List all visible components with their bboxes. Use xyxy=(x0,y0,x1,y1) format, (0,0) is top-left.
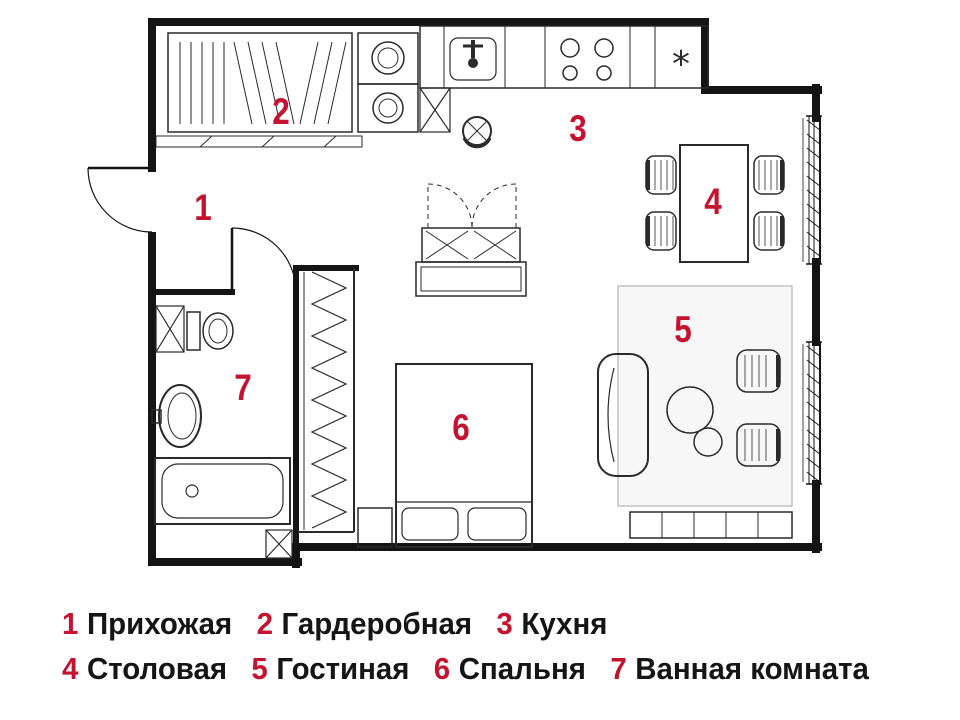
armchair xyxy=(736,423,781,467)
stove-symbol: * xyxy=(672,44,690,85)
interior-walls xyxy=(149,265,359,565)
toilet xyxy=(186,311,234,351)
room-number-bathroom: 7 xyxy=(234,367,252,408)
sofa xyxy=(597,353,649,477)
living-rug xyxy=(617,285,793,507)
legend-number: 7 xyxy=(610,651,627,686)
window-lower xyxy=(802,341,822,485)
stove-burners xyxy=(560,38,614,81)
legend-name: Кухня xyxy=(521,606,608,641)
washbasin xyxy=(151,384,202,448)
window-upper xyxy=(802,115,822,265)
room-number-dining: 4 xyxy=(704,181,722,222)
wardrobe-unit xyxy=(155,32,363,148)
legend-number: 4 xyxy=(62,651,79,686)
kitchen-counter: * xyxy=(419,25,709,89)
tv-console xyxy=(629,511,793,539)
room-number-wardrobe: 2 xyxy=(272,91,290,132)
legend-name: Гостиная xyxy=(276,651,410,686)
washer-dryer-stack xyxy=(357,32,419,133)
armchair xyxy=(736,349,781,393)
room-number-hallway: 1 xyxy=(194,187,212,228)
entry-door xyxy=(87,166,153,233)
room-number-bedroom: 6 xyxy=(452,407,470,448)
legend-number: 6 xyxy=(433,651,451,686)
dining-table xyxy=(679,144,749,263)
closet-strip xyxy=(298,268,355,533)
coffee-tables xyxy=(666,386,723,457)
legend-number: 2 xyxy=(256,606,273,641)
dining-chairs xyxy=(645,155,785,251)
legend-name: Спальня xyxy=(458,651,586,686)
legend-number: 1 xyxy=(62,606,79,641)
vent-shaft-kitchen xyxy=(419,87,451,133)
bathroom-door xyxy=(230,227,297,293)
bathroom-shaft xyxy=(155,305,185,353)
legend-name: Прихожая xyxy=(86,606,233,641)
legend-name: Ванная комната xyxy=(635,651,869,686)
legend-number: 3 xyxy=(496,606,513,641)
floorplan-drawing: * xyxy=(87,18,822,568)
bar-stool xyxy=(462,116,492,149)
nightstand xyxy=(357,507,393,548)
vent-shaft-bathroom xyxy=(265,529,293,559)
dining-chair xyxy=(753,211,785,251)
dining-chair xyxy=(645,211,677,251)
bathtub xyxy=(154,457,291,525)
bed xyxy=(395,363,533,548)
hall-cabinet xyxy=(415,183,527,297)
legend-name: Гардеробная xyxy=(281,606,473,641)
dining-chair xyxy=(753,155,785,195)
room-number-living: 5 xyxy=(674,309,692,350)
room-number-kitchen: 3 xyxy=(569,108,587,149)
legend-number: 5 xyxy=(251,651,268,686)
dining-chair xyxy=(645,155,677,195)
sink xyxy=(449,37,497,81)
legend-name: Столовая xyxy=(86,651,228,686)
